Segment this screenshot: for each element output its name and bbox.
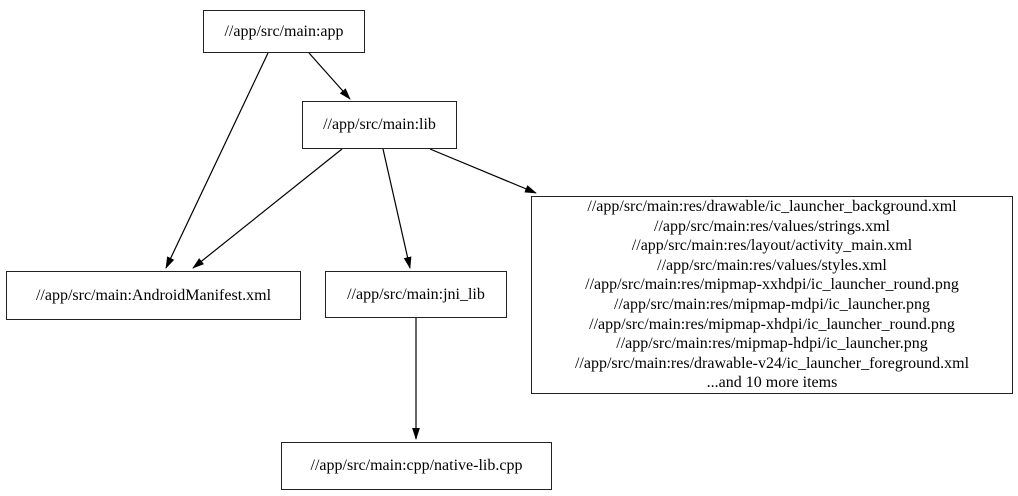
res-item: //app/src/main:res/mipmap-mdpi/ic_launch… xyxy=(614,296,930,313)
res-item: //app/src/main:res/layout/activity_main.… xyxy=(631,237,913,255)
node-lib: //app/src/main:lib xyxy=(302,101,457,149)
node-native-cpp: //app/src/main:cpp/native-lib.cpp xyxy=(281,442,552,490)
edge-lib-to-res-group xyxy=(429,148,537,194)
res-item: //app/src/main:res/mipmap-xxhdpi/ic_laun… xyxy=(585,276,959,294)
res-item: //app/src/main:res/drawable-v24/ic_launc… xyxy=(574,354,970,372)
edge-app-to-lib xyxy=(308,52,351,100)
edge-app-to-manifest xyxy=(165,52,269,269)
edge-lib-to-manifest xyxy=(192,148,343,269)
res-item: //app/src/main:res/mipmap-xhdpi/ic_launc… xyxy=(589,315,955,333)
node-app: //app/src/main:app xyxy=(203,10,365,53)
res-item: //app/src/main:res/values/styles.xml xyxy=(657,256,887,274)
res-more-items: ...and 10 more items xyxy=(706,374,838,392)
res-item: //app/src/main:res/drawable/ic_launcher_… xyxy=(587,198,957,216)
node-app-label: //app/src/main:app xyxy=(224,22,344,40)
node-native-cpp-label: //app/src/main:cpp/native-lib.cpp xyxy=(310,457,523,475)
node-android-manifest: //app/src/main:AndroidManifest.xml xyxy=(6,271,301,320)
node-res-group: //app/src/main:res/drawable/ic_launcher_… xyxy=(531,196,1013,394)
edge-lib-to-jni-lib xyxy=(382,148,412,269)
res-item: //app/src/main:res/values/strings.xml xyxy=(654,217,890,235)
res-item: //app/src/main:res/mipmap-hdpi/ic_launch… xyxy=(616,335,928,353)
node-android-manifest-label: //app/src/main:AndroidManifest.xml xyxy=(35,286,272,304)
node-lib-label: //app/src/main:lib xyxy=(323,116,436,134)
node-jni-lib-label: //app/src/main:jni_lib xyxy=(347,285,485,303)
node-jni-lib: //app/src/main:jni_lib xyxy=(325,271,507,318)
